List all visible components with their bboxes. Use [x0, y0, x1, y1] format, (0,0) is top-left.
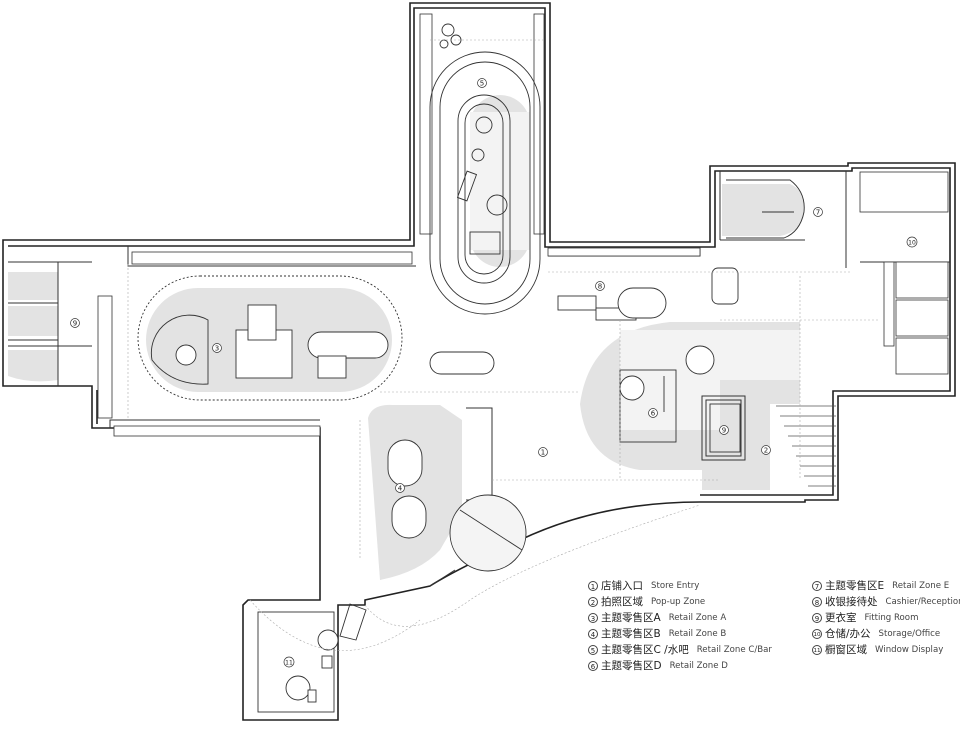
legend-item-7: 7 主题零售区E Retail Zone E — [812, 578, 949, 593]
zone-d-fixtures — [619, 345, 741, 453]
plan-label-text: 7 — [816, 209, 820, 217]
plan-label-text: 4 — [398, 485, 403, 493]
plan-label-10: 10 — [906, 236, 918, 248]
legend: 1 店铺入口 Store Entry 2 拍照区域 Pop-up Zone 3 … — [588, 578, 960, 672]
plan-label-1: 1 — [538, 447, 548, 457]
zone-b-fixtures — [387, 439, 527, 572]
plan-label-8: 8 — [595, 281, 605, 291]
plan-label-9b: 9 — [719, 425, 729, 435]
plan-label-6: 6 — [648, 408, 658, 418]
legend-label-cn: 拍照区域 — [601, 596, 643, 608]
bar-counter — [429, 23, 541, 315]
plan-label-text: 1 — [541, 449, 545, 457]
legend-item-8: 8 收银接待处 Cashier/Reception — [812, 594, 960, 609]
legend-number: 3 — [588, 612, 598, 623]
legend-label-en: Storage/Office — [878, 628, 941, 639]
plan-label-5: 5 — [477, 78, 487, 88]
plan-label-text: 11 — [285, 660, 293, 667]
legend-item-10: 10 仓储/办公 Storage/Office — [812, 626, 940, 641]
legend-number: 10 — [812, 628, 822, 639]
legend-label-en: Retail Zone B — [668, 628, 727, 639]
popup-stairs — [776, 405, 836, 487]
legend-number: 8 — [812, 596, 822, 607]
legend-number: 11 — [812, 644, 822, 655]
legend-item-1: 1 店铺入口 Store Entry — [588, 578, 699, 593]
plan-label-11: 11 — [283, 656, 295, 668]
legend-item-3: 3 主题零售区A Retail Zone A — [588, 610, 726, 625]
legend-number: 7 — [812, 580, 822, 591]
legend-number: 2 — [588, 596, 598, 607]
circulation-lines — [127, 39, 880, 651]
legend-number: 5 — [588, 644, 598, 655]
cashier-fixtures — [429, 267, 739, 375]
legend-label-cn: 店铺入口 — [601, 580, 643, 592]
legend-label-en: Retail Zone A — [668, 612, 727, 623]
legend-label-en: Pop-up Zone — [651, 596, 706, 607]
legend-number: 9 — [812, 612, 822, 623]
plan-label-text: 8 — [598, 283, 602, 291]
legend-label-en: Store Entry — [651, 580, 700, 591]
plan-label-text: 5 — [480, 80, 484, 88]
plan-label-text: 10 — [908, 240, 916, 247]
exterior-walls — [2, 2, 956, 721]
legend-label-en: Retail Zone D — [669, 660, 728, 671]
legend-label-en: Fitting Room — [864, 612, 919, 623]
legend-label-cn: 更衣室 — [825, 612, 857, 624]
plan-label-text: 9 — [722, 427, 726, 435]
plan-label-text: 2 — [764, 447, 768, 455]
plan-labels: 1 2 3 4 5 6 7 8 9 9 10 11 — [70, 78, 918, 668]
legend-label-en: Cashier/Reception — [885, 596, 960, 607]
legend-number: 6 — [588, 660, 598, 671]
plan-label-2: 2 — [761, 445, 771, 455]
legend-label-cn: 橱窗区域 — [825, 644, 867, 656]
plan-label-3: 3 — [212, 343, 222, 353]
legend-number: 4 — [588, 628, 598, 639]
legend-item-4: 4 主题零售区B Retail Zone B — [588, 626, 726, 641]
plan-label-text: 3 — [215, 345, 219, 353]
legend-label-cn: 主题零售区A — [601, 612, 661, 624]
legend-label-cn: 主题零售区B — [601, 628, 661, 640]
legend-item-9: 9 更衣室 Fitting Room — [812, 610, 918, 625]
legend-number: 1 — [588, 580, 598, 591]
legend-item-2: 2 拍照区域 Pop-up Zone — [588, 594, 705, 609]
legend-item-5: 5 主题零售区C /水吧 Retail Zone C/Bar — [588, 642, 772, 657]
plan-label-4: 4 — [395, 483, 405, 493]
legend-label-en: Window Display — [875, 644, 944, 655]
plan-label-9a: 9 — [70, 318, 80, 328]
legend-label-cn: 主题零售区E — [825, 580, 885, 592]
plan-label-text: 9 — [73, 320, 77, 328]
window-display-fixtures — [257, 603, 367, 713]
wall-shelving — [97, 13, 949, 437]
legend-item-6: 6 主题零售区D Retail Zone D — [588, 658, 728, 673]
plan-label-7: 7 — [813, 207, 823, 217]
zone-a-fixtures — [137, 275, 403, 401]
zone-e-fixtures — [726, 179, 805, 239]
legend-label-en: Retail Zone C/Bar — [696, 644, 772, 655]
legend-label-cn: 主题零售区C /水吧 — [601, 644, 689, 656]
legend-label-en: Retail Zone E — [892, 580, 950, 591]
legend-item-11: 11 橱窗区域 Window Display — [812, 642, 943, 657]
legend-label-cn: 收银接待处 — [825, 596, 878, 608]
legend-label-cn: 主题零售区D — [601, 660, 662, 672]
legend-label-cn: 仓储/办公 — [825, 628, 871, 640]
plan-label-text: 6 — [651, 410, 656, 418]
